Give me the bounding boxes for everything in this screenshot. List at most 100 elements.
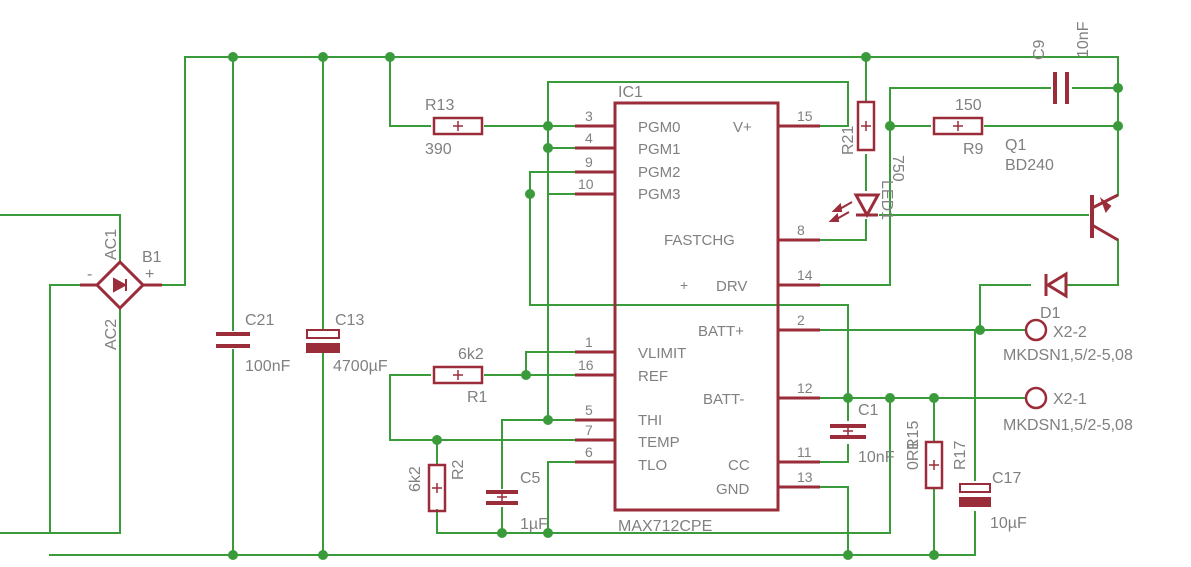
wires <box>0 56 1119 556</box>
b1-minus: - <box>87 266 92 283</box>
junction <box>843 550 853 560</box>
c9-name: C9 <box>1031 39 1048 60</box>
b1-ac1: AC1 <box>103 229 120 260</box>
led-led1: LED1 <box>828 180 895 222</box>
pin-number: 5 <box>585 402 593 418</box>
junction <box>929 393 939 403</box>
junctions <box>228 52 1123 560</box>
pin-number: 13 <box>797 469 813 485</box>
junction <box>543 121 553 131</box>
pin-number: 16 <box>578 357 594 373</box>
r21-name: R21 <box>840 126 857 155</box>
pin-name: PGM0 <box>638 119 681 136</box>
pin-number: 3 <box>585 108 593 124</box>
resistor-r1: 6k2 R1 <box>432 346 488 406</box>
junction <box>228 550 238 560</box>
q1-name: Q1 <box>1005 137 1026 154</box>
junction <box>228 52 238 62</box>
ic1-value: MAX712CPE <box>618 518 712 535</box>
pin-name: TLO <box>638 457 667 474</box>
r21-value: 750 <box>889 155 906 182</box>
capacitor-c21: C21 100nF <box>216 312 291 375</box>
x2-1-name: X2-1 <box>1053 391 1087 408</box>
pin-name: V+ <box>733 119 752 136</box>
junction <box>525 189 535 199</box>
junction <box>929 550 939 560</box>
pin-number: 4 <box>585 130 593 146</box>
x2-2-terminal[interactable] <box>1024 318 1048 342</box>
pin-name: FASTCHG <box>664 232 735 249</box>
b1-plus: + <box>145 266 154 283</box>
resistor-r2: R2 6k2 <box>407 459 467 513</box>
capacitor-c17: C17 10µF <box>959 470 1027 532</box>
r1-name: R1 <box>467 389 488 406</box>
ic1: IC1 MAX712CPE + 3 4 9 10 1 16 5 7 6 PGM0… <box>575 84 820 535</box>
b1-ac2: AC2 <box>103 319 120 350</box>
r13-value: 390 <box>425 141 452 158</box>
pin-number: 6 <box>585 444 593 460</box>
x2-1-terminal[interactable] <box>1024 386 1048 410</box>
x2-1-value: MKDSN1,5/2-5,08 <box>1003 417 1133 434</box>
resistor-r21: R21 750 <box>840 100 906 182</box>
c5-value: 1µF <box>520 516 548 533</box>
pin-name: DRV <box>716 278 747 295</box>
bridge-rectifier-b1: B1 + - AC1 AC2 <box>80 229 162 350</box>
q1-value: BD240 <box>1005 157 1054 174</box>
pin-name: CC <box>728 457 750 474</box>
r13-name: R13 <box>425 97 454 114</box>
pin-number: 14 <box>797 267 813 283</box>
ic1-body <box>613 101 780 512</box>
drv-plus-marker: + <box>680 277 688 293</box>
junction <box>385 52 395 62</box>
pin-name: PGM3 <box>638 186 681 203</box>
pin-number: 9 <box>585 154 593 170</box>
pin-number: 11 <box>797 444 812 460</box>
pin-name: GND <box>716 481 750 498</box>
r2-value: 6k2 <box>407 466 424 492</box>
junction <box>318 52 328 62</box>
capacitor-c1: C1 10nF <box>830 402 895 466</box>
junction <box>432 435 442 445</box>
pin-name: PGM1 <box>638 141 681 158</box>
c21-value: 100nF <box>245 358 291 375</box>
x2-2-name: X2-2 <box>1053 324 1087 341</box>
d1-name: D1 <box>1040 305 1061 322</box>
c13-value: 4700µF <box>333 358 388 375</box>
pin-number: 2 <box>797 312 805 328</box>
junction <box>1113 121 1123 131</box>
resistor-r9: 150 R9 <box>932 97 984 158</box>
capacitor-c5: C5 1µF <box>486 470 548 533</box>
r15-name: R15 <box>905 421 922 450</box>
junction <box>543 415 553 425</box>
c1-value: 10nF <box>858 449 895 466</box>
c17-name: C17 <box>992 470 1021 487</box>
pin-name: VLIMIT <box>638 345 686 362</box>
junction <box>497 528 507 538</box>
junction <box>543 143 553 153</box>
capacitor-c13: C13 4700µF <box>306 312 388 375</box>
junction <box>975 325 985 335</box>
pin-name: REF <box>638 368 668 385</box>
led1-name: LED1 <box>878 180 895 220</box>
pin-number: 7 <box>585 422 593 438</box>
pin-name: TEMP <box>638 434 680 451</box>
junction <box>861 52 871 62</box>
b1-name: B1 <box>142 249 162 266</box>
pin-number: 8 <box>797 222 805 238</box>
r9-name: R9 <box>963 141 984 158</box>
r15-value: 0R1 <box>905 441 922 470</box>
junction <box>1113 83 1123 93</box>
r1-value: 6k2 <box>458 346 484 363</box>
junction <box>885 121 895 131</box>
pin-name: BATT+ <box>698 323 744 340</box>
junction <box>543 528 553 538</box>
pin-number: 15 <box>797 108 813 124</box>
pin-number: 10 <box>578 176 594 192</box>
c1-name: C1 <box>858 402 879 419</box>
c13-name: C13 <box>335 312 364 329</box>
c9-value: 10nF <box>1075 21 1092 58</box>
junction <box>843 393 853 403</box>
transistor-q1: Q1 BD240 <box>1005 137 1119 242</box>
pin-name: PGM2 <box>638 164 681 181</box>
